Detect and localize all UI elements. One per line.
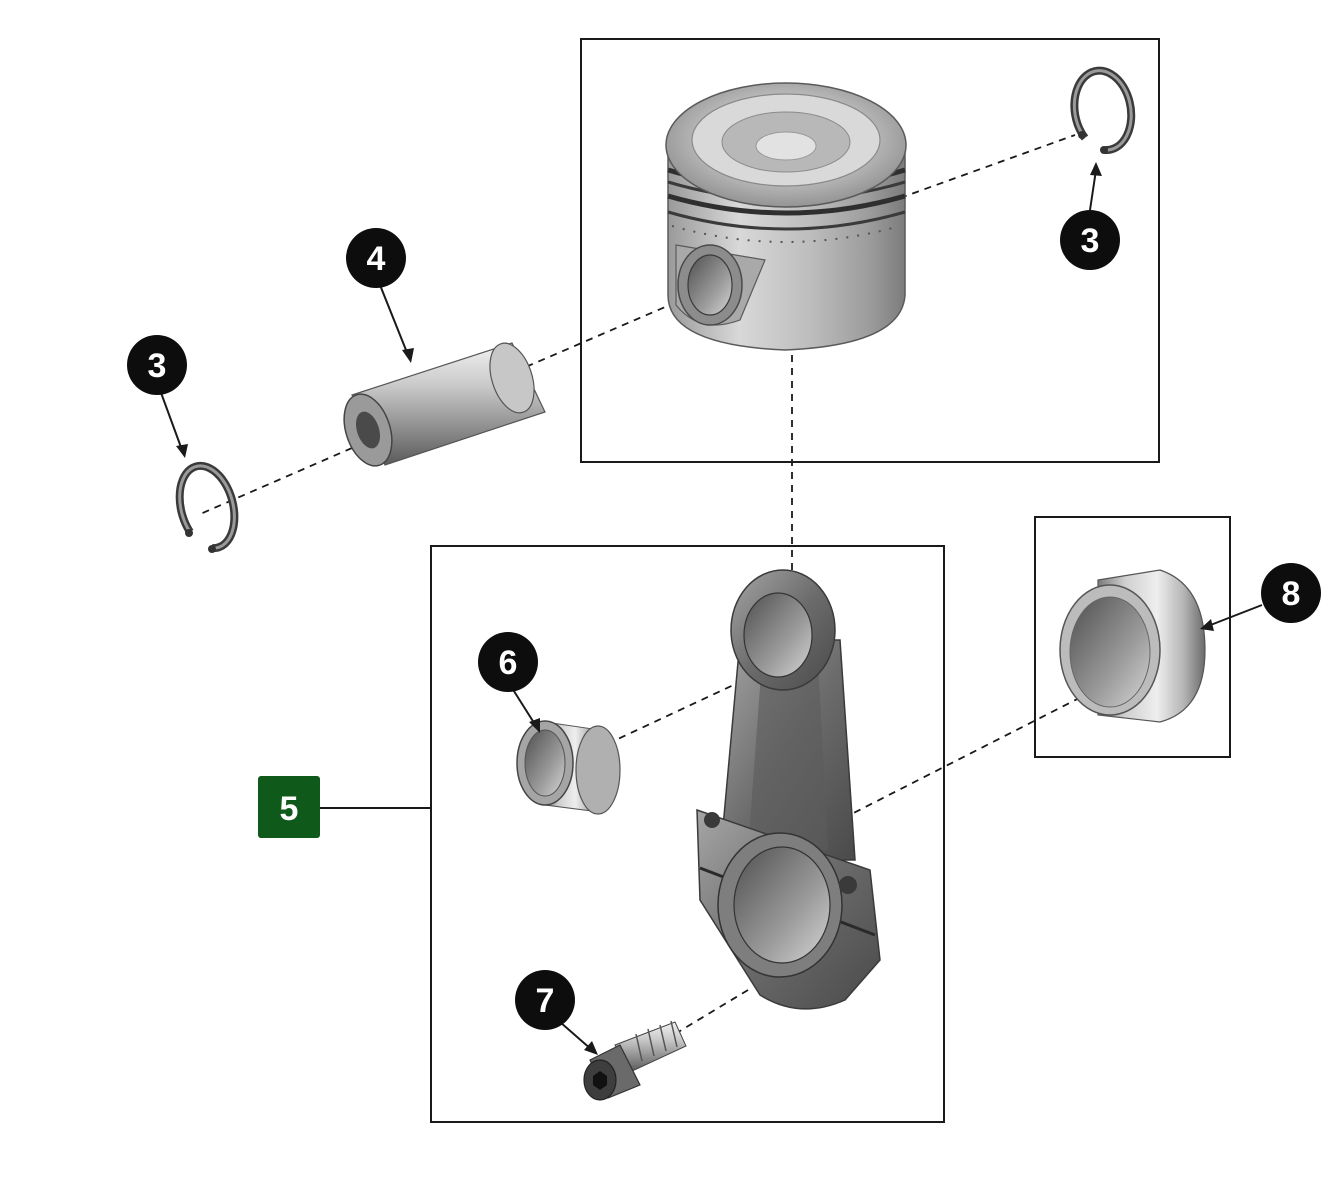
piston (665, 82, 907, 351)
svg-text:6: 6 (499, 644, 518, 682)
bearing-shell-box (1034, 516, 1231, 758)
piston-pin (343, 342, 546, 467)
svg-text:4: 4 (367, 240, 386, 278)
callout-7: 7 (515, 970, 575, 1030)
svg-text:7: 7 (536, 982, 555, 1020)
svg-text:8: 8 (1282, 575, 1301, 613)
callout-8: 8 (1261, 563, 1321, 623)
svg-text:3: 3 (148, 347, 167, 385)
piston-box (580, 38, 1160, 463)
circlip-right (1070, 66, 1136, 155)
connecting-rod-bolt (583, 1020, 687, 1101)
big-end-bearing-shell (1059, 569, 1206, 723)
callout-6: 6 (478, 632, 538, 692)
callout-3-left: 3 (127, 335, 187, 395)
leader-lines (159, 162, 1263, 1055)
small-end-bushing (516, 720, 621, 815)
svg-text:3: 3 (1081, 222, 1100, 260)
connecting-rod (696, 569, 881, 1010)
circlip-left (175, 461, 239, 553)
callout-4: 4 (346, 228, 406, 288)
connecting-rod-box (430, 545, 945, 1123)
assembly-lines (197, 134, 1151, 1041)
group-label-5: 5 (258, 776, 320, 838)
callout-3-right: 3 (1060, 210, 1120, 270)
svg-text:5: 5 (280, 790, 299, 828)
